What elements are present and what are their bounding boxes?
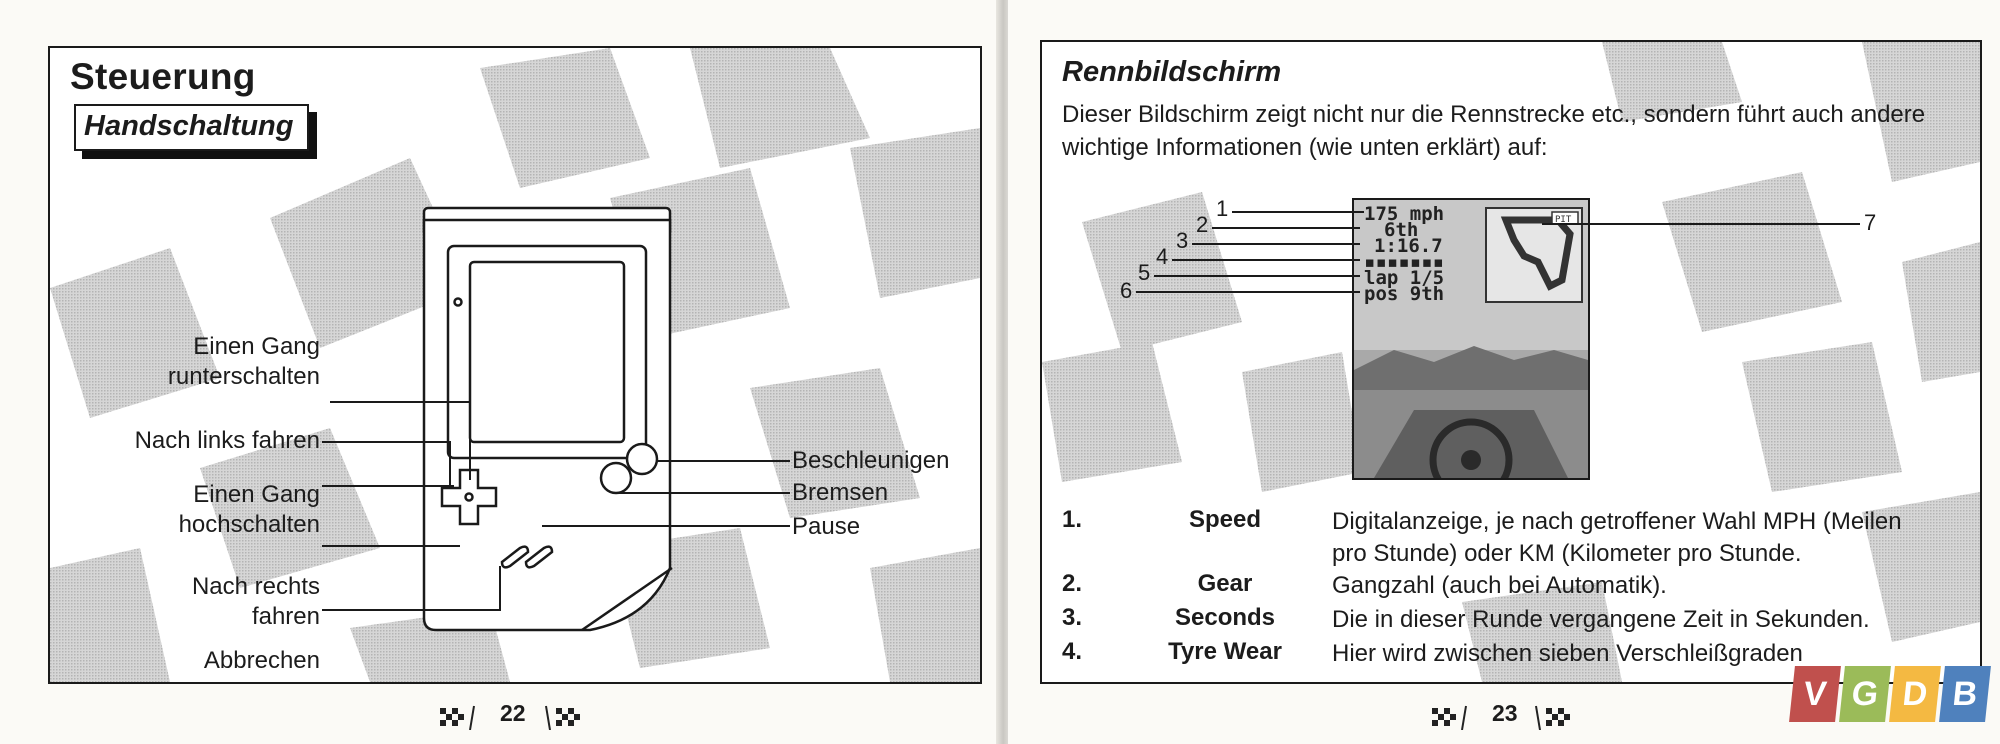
watermark-letter: G [1839,666,1891,722]
checkered-flag-icon [440,705,475,730]
definition-term: Tyre Wear [1168,638,1282,665]
callout-7: 7 [1864,210,1877,235]
definition-desc-line1: Digitalanzeige, je nach getroffener Wahl… [1332,508,1902,535]
race-screen: PIT 175 mph 6th 1:16.7 ▪▪▪▪▪▪▪ lap 1/5 p… [1352,198,1590,480]
checkered-flag-icon [545,705,580,730]
label-accelerate: Beschleunigen [792,447,950,474]
definition-row: 1. Speed Digitalanzeige, je nach getroff… [1062,506,1962,570]
callout-1: 1 [1216,196,1229,221]
definition-desc: Digitalanzeige, je nach getroffener Wahl… [1332,506,1962,570]
watermark-letter: D [1889,666,1941,722]
definition-number: 1. [1062,506,1083,533]
label-gear-down-line1: Einen Gang [193,333,320,360]
label-left: Nach links fahren [134,427,320,454]
watermark-letter: V [1789,666,1841,722]
callout-4: 4 [1156,244,1169,269]
label-gear-up-line2: hochschalten [178,511,320,538]
race-screen-art: PIT [1354,200,1588,478]
definition-desc: Hier wird zwischen sieben Verschleißgrad… [1332,640,1803,667]
gameboy-diagram [322,206,790,632]
definition-term: Gear [1197,570,1253,597]
hud-position: pos 9th [1364,283,1445,305]
label-pause: Pause [792,513,861,540]
hud-speed: 175 mph [1364,203,1445,225]
label-right-line1: Nach rechts [191,573,320,600]
section-subtitle: Handschaltung [74,104,310,151]
right-page-frame: Rennbildschirm Dieser Bildschirm zeigt n… [1040,40,1982,684]
hud-time: 1:16.7 [1374,235,1443,257]
callout-5: 5 [1138,260,1151,285]
checkered-flag-icon [1535,705,1570,730]
definition-term: Seconds [1174,604,1276,631]
page-number: 23 [1492,700,1518,726]
definition-row: 4. Tyre Wear Hier wird zwischen sieben V… [1062,638,1962,672]
definition-term: Speed [1188,506,1262,533]
watermark-letter: B [1939,666,1991,722]
label-brake: Bremsen [792,479,889,506]
callout-3: 3 [1176,228,1189,253]
left-page: Steuerung Handschaltung [48,46,982,730]
definition-row: 2. Gear Gangzahl (auch bei Automatik). [1062,570,1962,604]
checkered-flag-background [1042,42,1980,682]
definition-number: 2. [1062,570,1083,597]
label-gear-down: Einen Gang runterschalten [140,332,320,392]
definition-row: 3. Seconds Die in dieser Runde vergangen… [1062,604,1962,638]
definition-desc-line2: pro Stunde) oder KM (Kilometer pro Stund… [1332,540,1802,567]
label-right-line2: fahren [251,603,320,630]
label-gear-down-line2: runterschalten [167,363,320,390]
label-abort: Abbrechen [203,647,320,674]
checkered-flag-icon [1432,705,1467,730]
callout-2: 2 [1196,212,1209,237]
definition-desc: Die in dieser Runde vergangene Zeit in S… [1332,606,1870,633]
right-page: Rennbildschirm Dieser Bildschirm zeigt n… [1008,0,2000,744]
label-gear-up: Einen Gang hochschalten [140,480,320,540]
svg-text:PIT: PIT [1555,215,1572,225]
page-title: Rennbildschirm [1062,56,1282,88]
definition-number: 3. [1062,604,1083,631]
intro-text: Dieser Bildschirm zeigt nicht nur die Re… [1062,101,1926,161]
definition-number: 4. [1062,638,1083,665]
label-right: Nach rechts fahren [140,572,320,632]
callout-6: 6 [1120,278,1133,303]
label-gear-up-line1: Einen Gang [193,481,320,508]
left-page-frame: Steuerung Handschaltung [48,46,982,684]
page-number: 22 [500,700,526,726]
vgdb-watermark-logo: V G D B [1789,666,1992,722]
hud-gear: 6th [1384,219,1419,241]
page-title: Steuerung [70,56,256,97]
race-hud: 175 mph 6th 1:16.7 ▪▪▪▪▪▪▪ lap 1/5 pos 9… [1364,203,1445,305]
hud-tyre-wear: ▪▪▪▪▪▪▪ [1364,251,1445,273]
definition-list: 1. Speed Digitalanzeige, je nach getroff… [1062,506,1962,672]
hud-lap: lap 1/5 [1364,267,1445,289]
definition-desc: Gangzahl (auch bei Automatik). [1332,572,1667,599]
